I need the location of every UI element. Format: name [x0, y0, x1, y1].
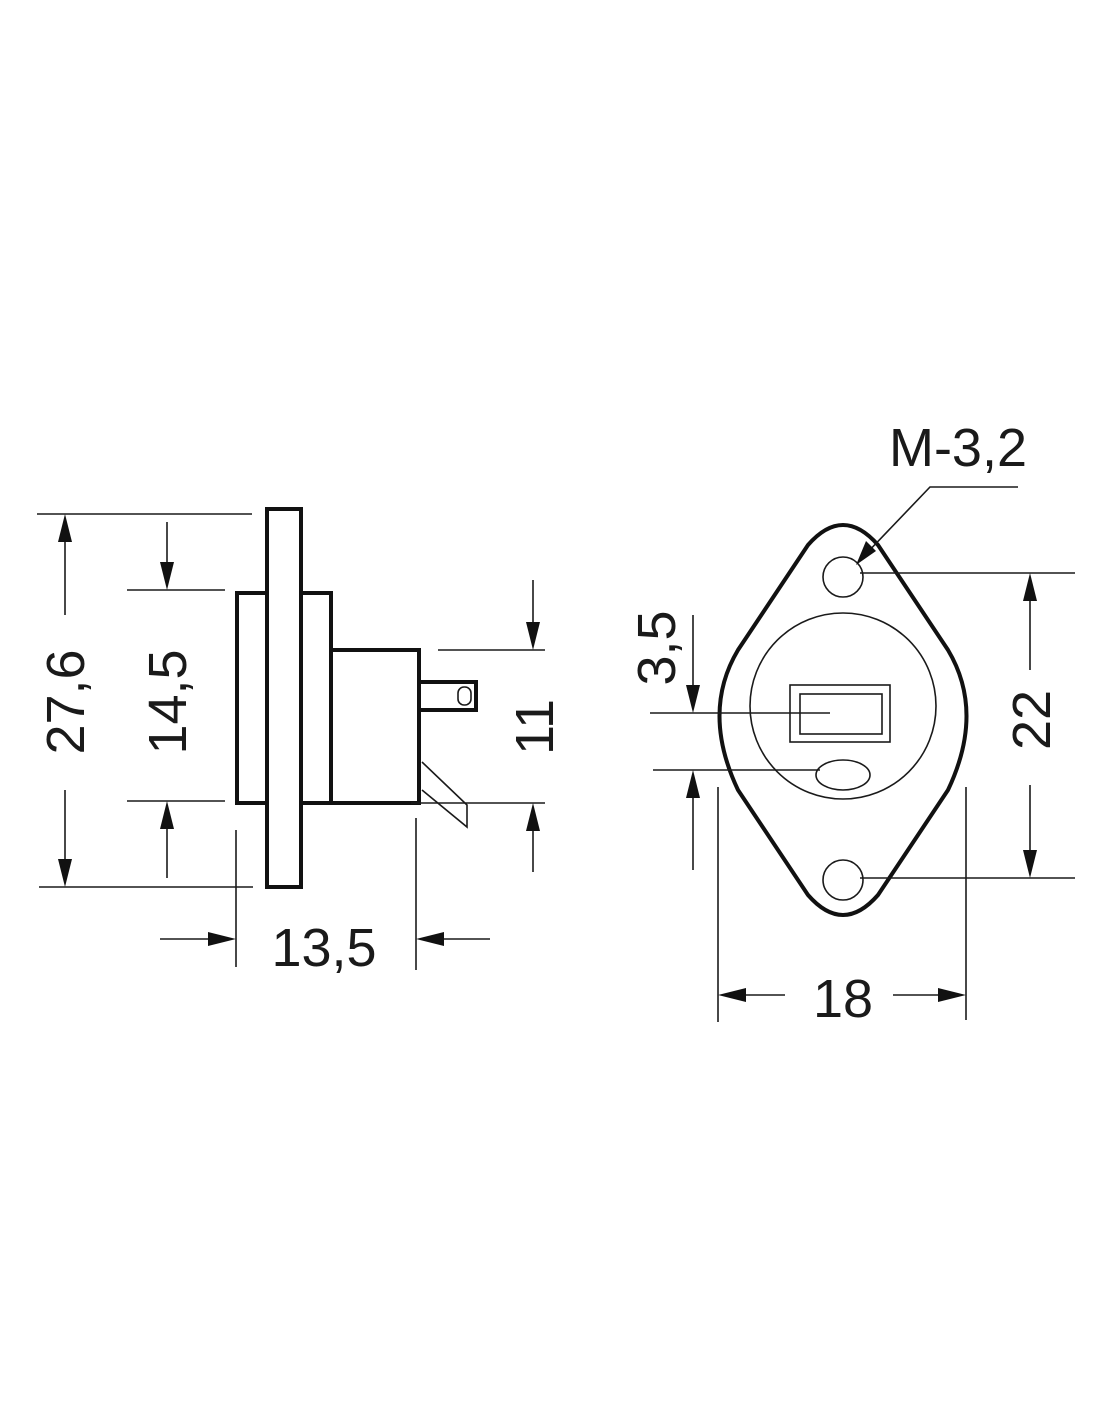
mounting-hole-top — [822, 556, 864, 598]
flange-outline — [717, 523, 969, 917]
hole-label: M-3,2 — [889, 418, 1027, 478]
side-view: 27,6 14,5 11 13,5 — [36, 507, 565, 978]
arrow-icon — [1023, 573, 1037, 601]
mounting-flange — [265, 507, 303, 889]
arrow-icon — [686, 685, 700, 713]
mounting-hole-bottom — [822, 859, 864, 901]
dim-width: 18 — [813, 969, 873, 1029]
arrow-icon — [208, 932, 236, 946]
arrow-icon — [416, 932, 444, 946]
terminal-pin-hole — [457, 686, 472, 706]
arrow-icon — [856, 541, 876, 565]
dim-overall-height: 27,6 — [36, 649, 96, 754]
front-collar — [299, 591, 333, 805]
arrow-icon — [526, 622, 540, 650]
arrow-icon — [1023, 850, 1037, 878]
arrow-icon — [686, 770, 700, 798]
terminal-pin-straight — [417, 680, 478, 712]
dim-terminal-height: 11 — [505, 699, 565, 755]
front-view: M-3,2 3,5 22 18 — [627, 418, 1075, 1029]
dim-depth: 13,5 — [271, 918, 376, 978]
arrow-icon — [160, 562, 174, 590]
socket-face — [749, 612, 937, 800]
arrow-icon — [718, 988, 746, 1002]
arrow-icon — [160, 801, 174, 829]
housing — [329, 648, 421, 805]
rear-body — [235, 591, 269, 805]
dim-body-height: 14,5 — [138, 649, 198, 754]
dim-hole-spacing: 22 — [1002, 690, 1062, 750]
arrow-icon — [938, 988, 966, 1002]
dim-slot-offset: 3,5 — [627, 610, 687, 685]
arrow-icon — [526, 803, 540, 831]
arrow-icon — [58, 514, 72, 542]
terminal-pin-angled — [421, 761, 468, 829]
pin-oval — [815, 759, 871, 791]
arrow-icon — [58, 859, 72, 887]
slot-inner — [799, 693, 883, 735]
